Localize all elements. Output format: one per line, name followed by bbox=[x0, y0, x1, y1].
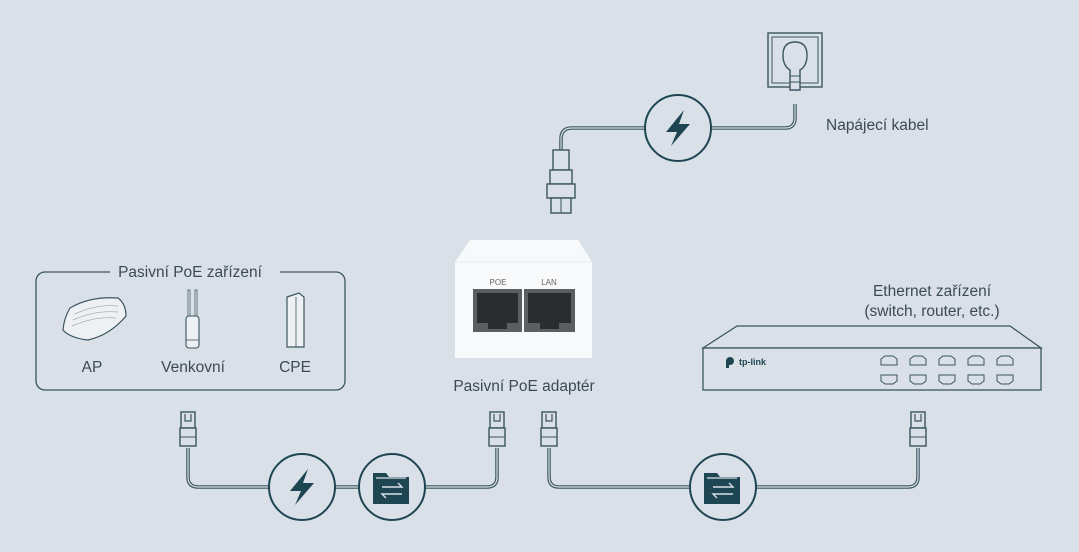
data-transfer-folder-icon bbox=[703, 472, 741, 505]
adapter-label: Pasivní PoE adaptér bbox=[453, 378, 594, 395]
cpe-icon bbox=[286, 292, 305, 348]
data-indicator bbox=[689, 453, 757, 521]
iec-connector-icon bbox=[546, 149, 576, 214]
switch-ports bbox=[880, 355, 1014, 385]
power-cable: Napájecí kabel bbox=[546, 32, 929, 214]
rj45-connector-icon bbox=[179, 411, 197, 447]
poe-devices-group: Pasivní PoE zařízení AP Venkovní CPE bbox=[35, 262, 346, 391]
svg-text:tp-link: tp-link bbox=[739, 357, 767, 367]
lan-cable bbox=[540, 411, 927, 521]
outdoor-ap-icon bbox=[185, 289, 200, 349]
port-label-poe: POE bbox=[490, 278, 507, 287]
power-indicator bbox=[268, 453, 336, 521]
rj45-connector-icon bbox=[488, 411, 506, 447]
rj45-connector-icon bbox=[909, 411, 927, 447]
rj45-connector-icon bbox=[540, 411, 558, 447]
access-point-icon bbox=[62, 297, 127, 341]
port-label-lan: LAN bbox=[541, 278, 557, 287]
data-indicator bbox=[358, 453, 426, 521]
device-label-ap: AP bbox=[82, 359, 103, 376]
poe-devices-title: Pasivní PoE zařízení bbox=[118, 264, 263, 281]
wall-outlet-icon bbox=[767, 32, 823, 91]
ethernet-device-label: Ethernet zařízení bbox=[873, 283, 992, 300]
device-label-outdoor: Venkovní bbox=[161, 359, 225, 376]
ethernet-switch: Ethernet zařízení (switch, router, etc.)… bbox=[700, 283, 1044, 391]
lan-port bbox=[524, 289, 575, 332]
power-indicator bbox=[644, 94, 712, 162]
data-transfer-folder-icon bbox=[372, 472, 410, 505]
poe-adapter: POE LAN Pasivní PoE adaptér bbox=[453, 240, 595, 395]
tp-link-logo: tp-link bbox=[726, 357, 767, 368]
ethernet-device-sublabel: (switch, router, etc.) bbox=[864, 303, 999, 320]
power-cable-label: Napájecí kabel bbox=[826, 117, 929, 134]
poe-port bbox=[473, 289, 522, 332]
poe-cable bbox=[179, 411, 506, 521]
device-label-cpe: CPE bbox=[279, 359, 311, 376]
